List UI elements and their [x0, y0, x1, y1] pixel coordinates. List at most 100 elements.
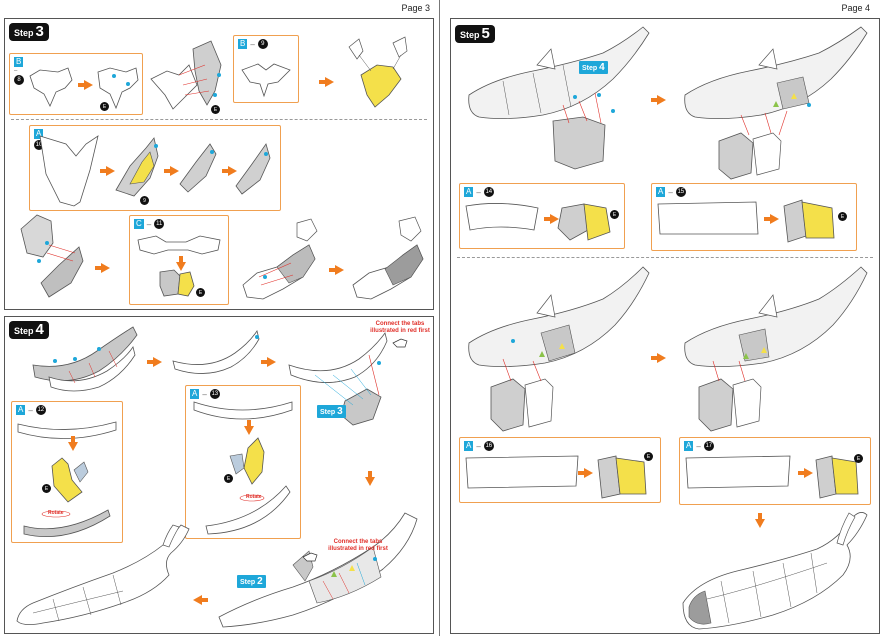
- step-word: Step: [460, 30, 480, 40]
- e-mark: E: [644, 452, 653, 461]
- part-dash: –: [146, 219, 152, 229]
- part-a16-drawing: [465, 455, 647, 499]
- part-code: A: [464, 187, 474, 197]
- rotate-label: Rotate: [246, 494, 262, 500]
- part-c11-box: C – 11 E: [129, 215, 229, 305]
- e-mark: E: [42, 484, 51, 493]
- arrow-left-icon: [193, 595, 208, 605]
- dashed-separator: [11, 119, 427, 120]
- e-mark: E: [838, 212, 847, 221]
- arrow-right-icon: [319, 77, 334, 87]
- part-number: 16: [483, 441, 494, 451]
- arrow-down-icon: [755, 513, 765, 528]
- arrow-right-icon: [651, 353, 666, 363]
- whale-assembly-drawing-3: [468, 266, 650, 432]
- part-a16-box: A – 16 E: [459, 437, 661, 503]
- part-b9-box: B – 9: [233, 35, 299, 103]
- tail-highlight-drawing: [348, 36, 408, 108]
- step-3-badge: Step 3: [9, 23, 49, 41]
- page-3: Page 3 Step 3 B – 8 E: [0, 0, 438, 636]
- part-dash: –: [202, 389, 207, 399]
- part-dash: –: [28, 405, 33, 415]
- tail-assembly-drawing: [150, 40, 222, 110]
- finished-whale-drawing: [682, 512, 868, 630]
- arrow-right-icon: [651, 95, 666, 105]
- arrow-right-icon: [329, 265, 344, 275]
- tag-number: 2: [257, 576, 263, 587]
- part-dash: –: [14, 68, 18, 74]
- part-code: B: [238, 39, 248, 49]
- part-code: A: [656, 187, 666, 197]
- step-5-panel: Step 5 Step 4: [450, 18, 880, 634]
- part-a14-box: A – 14 E: [459, 183, 625, 249]
- page-4: Page 4 Step 5 Step 4: [442, 0, 880, 636]
- step-3-reference-tag: Step 3: [317, 405, 346, 418]
- part-code: A: [684, 441, 694, 451]
- part-code: A: [34, 129, 44, 139]
- part-a10-drawing: [39, 135, 271, 207]
- part-a15-label: A – 15: [656, 187, 686, 197]
- part-b8-drawing: [29, 67, 139, 110]
- part-number: 9: [257, 39, 268, 49]
- part-number: 13: [209, 389, 220, 399]
- part-a12-label: A – 12: [16, 405, 46, 415]
- connect-tabs-note: Connect the tabs illustrated in red firs…: [328, 539, 388, 552]
- part-b8-label: B – 8: [14, 57, 24, 85]
- part-dash: –: [250, 39, 255, 49]
- arrow-right-icon: [147, 357, 162, 367]
- part-c11-drawing: [137, 235, 221, 297]
- jaw-attach-drawing: [288, 332, 388, 426]
- part-code: A: [190, 389, 200, 399]
- step-4-panel: Step 4 Connect the tabs illustra: [4, 316, 434, 634]
- part-a17-box: A – 17 E: [679, 437, 871, 505]
- e-mark: E: [196, 288, 205, 297]
- part-number: 11: [154, 219, 165, 229]
- whale-assembly-drawing-4: [684, 266, 868, 432]
- fin-assembly-drawing: [20, 214, 84, 298]
- arrow-right-icon: [764, 214, 779, 224]
- e-mark: E: [854, 454, 863, 463]
- pointing-hand-icon: [392, 338, 408, 348]
- tag-number: 3: [337, 406, 343, 417]
- page-number: Page 4: [841, 3, 870, 13]
- part-code: A: [16, 405, 26, 415]
- arrow-down-icon: [365, 471, 375, 486]
- arrow-right-icon: [78, 80, 93, 90]
- arrow-right-icon: [222, 166, 237, 176]
- jaw-assembly-drawing: [32, 326, 138, 392]
- tag-word: Step: [240, 579, 256, 586]
- arrow-down-icon: [176, 256, 186, 271]
- part-code: C: [134, 219, 144, 229]
- part-code: A: [464, 441, 474, 451]
- e-mark: E: [224, 474, 233, 483]
- arrow-down-icon: [68, 436, 78, 451]
- part-number: 15: [675, 187, 686, 197]
- part-a10-label: A 10: [34, 129, 44, 150]
- e-mark: E: [211, 105, 220, 114]
- rotate-label: Rotate: [48, 510, 64, 516]
- jaw-intermediate-drawing: [172, 330, 260, 374]
- step-2-reference-tag: Step 2: [237, 575, 266, 588]
- whale-assembly-drawing-1: [468, 26, 650, 170]
- part-a10-box: A 10 9: [29, 125, 281, 211]
- arrow-right-icon: [544, 214, 559, 224]
- arrow-right-icon: [578, 468, 593, 478]
- part-a12-drawing: [17, 421, 117, 537]
- part-b9-drawing: [241, 63, 291, 98]
- step-word: Step: [14, 28, 34, 38]
- part-b9-label: B – 9: [238, 39, 268, 49]
- dashed-separator: [457, 257, 873, 258]
- part-number: 8: [14, 75, 24, 85]
- part-number: 14: [483, 187, 494, 197]
- step-word: Step: [14, 326, 34, 336]
- part-a12-box: A – 12 E Rotate: [11, 401, 123, 543]
- head-assembly-drawing: [218, 512, 418, 628]
- step-5-badge: Step 5: [455, 25, 495, 43]
- step-4-reference-tag: Step 4: [579, 61, 608, 74]
- e-mark: 9: [140, 196, 149, 205]
- part-dash: –: [696, 441, 701, 451]
- part-a13-drawing: [193, 401, 293, 535]
- arrow-right-icon: [100, 166, 115, 176]
- step-number: 4: [35, 321, 44, 338]
- body-part-drawing: [242, 218, 318, 300]
